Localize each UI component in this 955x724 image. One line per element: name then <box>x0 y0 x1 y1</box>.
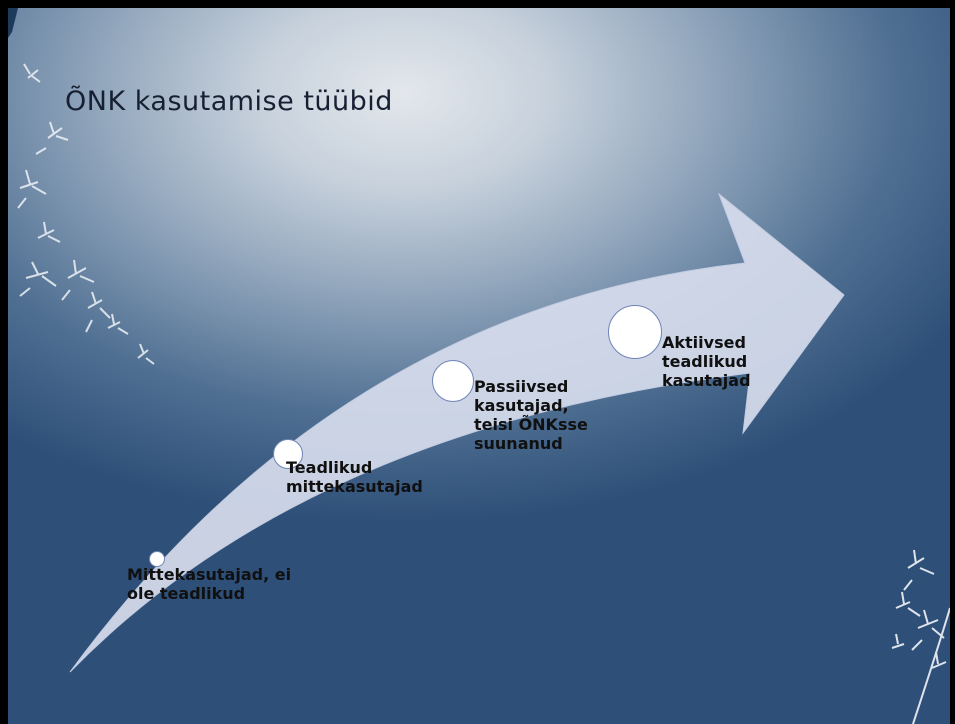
frost-decoration-left <box>17 63 155 365</box>
frost-decoration-right <box>891 549 950 724</box>
step-3-label: Passiivsed kasutajad, teisi ÕNKsse suuna… <box>474 377 588 453</box>
slide-title: ÕNK kasutamise tüübid <box>65 86 393 117</box>
step-3-marker <box>432 360 474 402</box>
step-2-marker <box>273 439 303 469</box>
step-1-label: Mittekasutajad, ei ole teadlikud <box>127 565 292 603</box>
step-2-label: Teadlikud mittekasutajad <box>286 458 423 496</box>
step-4-label: Aktiivsed teadlikud kasutajad <box>662 333 751 390</box>
step-1-marker <box>149 551 165 567</box>
corner-accent <box>8 8 18 38</box>
slide: ÕNK kasutamise tüübid Mittekasutajad, ei… <box>8 8 950 724</box>
step-4-marker <box>608 305 662 359</box>
